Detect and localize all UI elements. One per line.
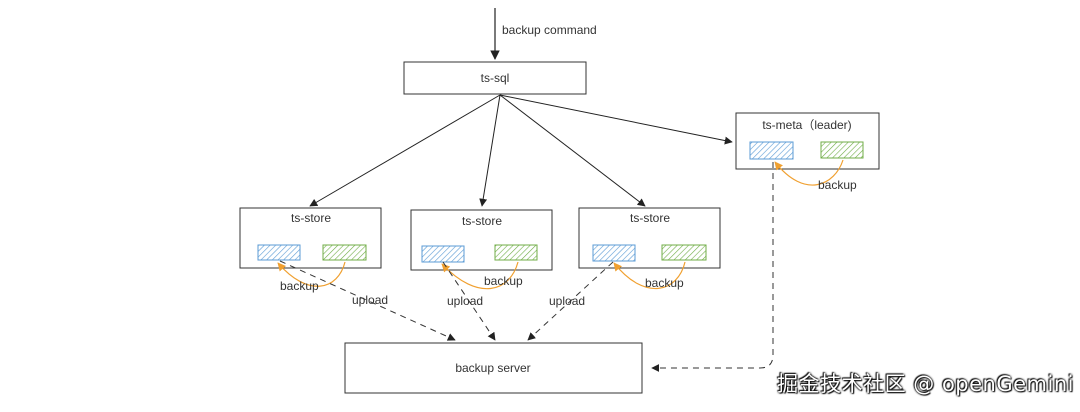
store-3-upload-label: upload	[549, 294, 585, 308]
backup-server-label: backup server	[455, 361, 530, 375]
ts-store-label-2: ts-store	[462, 214, 502, 228]
sql-to-store-3-arrow	[499, 94, 646, 207]
ts-sql-label: ts-sql	[481, 71, 510, 85]
meta-backup-arrow	[774, 159, 844, 186]
backup-server-node: backup server	[344, 342, 643, 394]
store-3-upload-arrow	[527, 261, 614, 341]
store-2-backup-arrow	[441, 261, 519, 290]
ts-meta-node: ts-meta（leader)	[735, 112, 880, 170]
sql-to-meta-arrow	[499, 94, 733, 145]
meta-data-shard	[820, 141, 864, 159]
store-3-backup-arrow	[613, 261, 686, 290]
ts-store-node-2: ts-store	[410, 209, 553, 271]
store-3-backup-label: backup	[645, 276, 684, 290]
watermark: 掘金技术社区 @ openGemini	[777, 372, 1074, 396]
store-1-data-shard	[322, 244, 367, 261]
sql-to-store-2-arrow	[479, 94, 501, 207]
ts-store-node-3: ts-store	[578, 207, 721, 269]
store-1-backup-shard	[257, 244, 301, 261]
meta-backup-shard	[749, 141, 794, 160]
ts-store-label-3: ts-store	[630, 211, 670, 225]
store-1-backup-arrow	[277, 261, 346, 287]
store-1-upload-label: upload	[352, 293, 388, 307]
store-1-backup-label: backup	[280, 279, 319, 293]
ts-store-node-1: ts-store	[239, 207, 382, 269]
store-2-backup-shard	[421, 245, 465, 263]
ts-meta-label: ts-meta（leader)	[762, 118, 851, 132]
ts-store-label-1: ts-store	[291, 211, 331, 225]
store-2-data-shard	[494, 244, 538, 261]
store-3-data-shard	[661, 244, 707, 261]
meta-backup-label: backup	[818, 178, 857, 192]
store-2-upload-label: upload	[447, 294, 483, 308]
store-3-backup-shard	[592, 244, 636, 262]
store-2-backup-label: backup	[484, 274, 523, 288]
meta-upload-arrow	[651, 162, 774, 372]
store-2-upload-arrow	[442, 261, 496, 341]
command-label: backup command	[502, 23, 597, 37]
ts-sql-node: ts-sql	[403, 61, 587, 95]
sql-to-store-1-arrow	[309, 94, 501, 207]
